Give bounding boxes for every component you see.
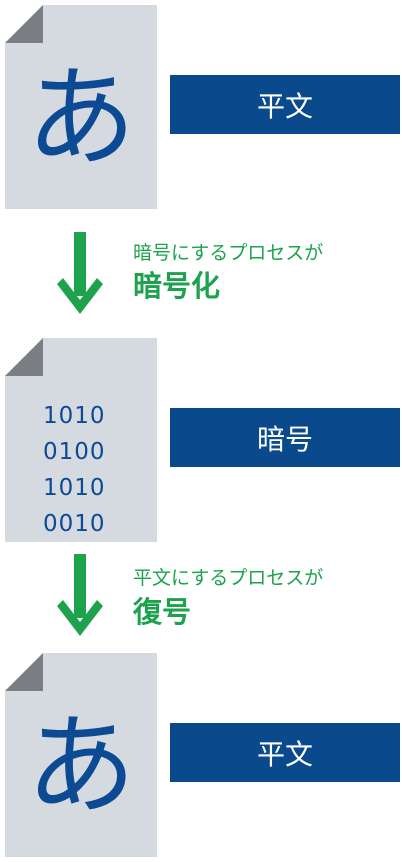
binary-line: 1010: [43, 475, 106, 501]
ciphertext-label: 暗号: [170, 408, 400, 467]
document-icon: [5, 653, 157, 857]
binary-line: 0010: [43, 511, 106, 537]
plaintext-label-top: 平文: [170, 75, 400, 134]
ciphertext-document: 1010 0100 1010 0010: [5, 338, 157, 542]
down-arrow-icon: [57, 554, 103, 636]
plaintext-label-bottom: 平文: [170, 723, 400, 782]
decrypt-step-description: 平文にするプロセスが: [133, 567, 324, 589]
document-icon: [5, 338, 157, 542]
plaintext-document-top: あ: [5, 5, 157, 209]
binary-line: 0100: [43, 439, 106, 465]
document-icon: [5, 5, 157, 209]
plaintext-document-bottom: あ: [5, 653, 157, 857]
binary-line: 1010: [43, 403, 106, 429]
decrypt-step-name: 復号: [133, 595, 192, 629]
plaintext-character: あ: [26, 54, 136, 182]
encrypt-step-description: 暗号にするプロセスが: [133, 242, 324, 264]
binary-content: 1010 0100 1010 0010: [43, 398, 106, 542]
down-arrow-icon: [57, 232, 103, 314]
encrypt-step-name: 暗号化: [133, 269, 221, 303]
plaintext-character: あ: [26, 702, 136, 830]
